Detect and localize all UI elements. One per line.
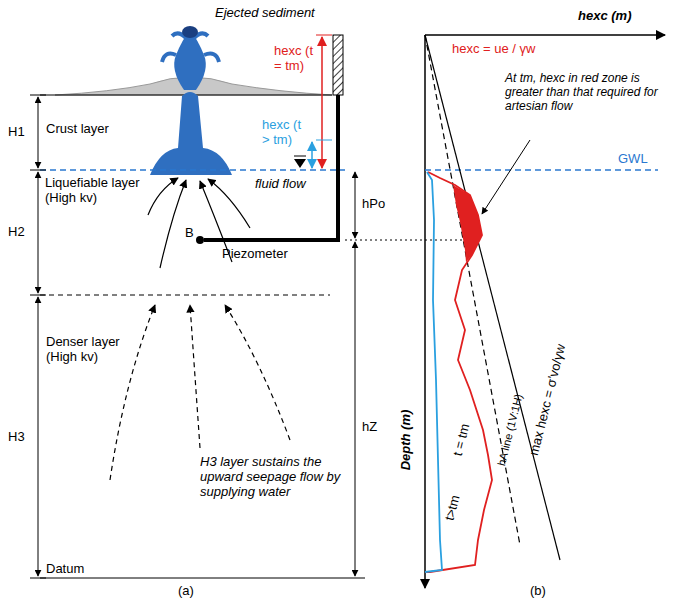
water-table-symbol xyxy=(294,156,306,157)
head-tick xyxy=(316,35,332,36)
label: (b) xyxy=(530,584,546,599)
label: t>tm xyxy=(443,494,464,523)
hz-dimension xyxy=(355,242,356,576)
label: max hexc = σ'vo/γw xyxy=(527,343,569,457)
seepage-arrows xyxy=(110,305,290,480)
blue-curve xyxy=(425,172,442,572)
point-b xyxy=(196,236,204,244)
y-axis xyxy=(424,35,426,588)
label: H1 xyxy=(8,125,25,140)
label: t = tm xyxy=(451,422,473,458)
x-axis xyxy=(425,34,665,36)
label: Ejected sediment xyxy=(215,6,315,21)
sand-boil-column xyxy=(150,92,232,175)
label: hexc (t > tm) xyxy=(262,118,308,148)
label: B xyxy=(185,226,194,241)
label: Denser layer (High kv) xyxy=(46,335,126,365)
jet-top xyxy=(182,26,198,38)
label: Depth (m) xyxy=(399,410,414,471)
water-table-symbol xyxy=(294,159,306,168)
layer-boundary xyxy=(40,295,330,296)
datum-line xyxy=(40,578,365,579)
label: (a) xyxy=(178,584,194,599)
gwl-line xyxy=(40,169,345,171)
head-arrow-red xyxy=(321,37,323,168)
label: hexc (m) xyxy=(578,9,631,24)
red-curve xyxy=(425,172,492,572)
label: H3 xyxy=(8,430,25,445)
label: Piezometer xyxy=(222,247,288,262)
red-zone xyxy=(453,185,482,262)
head-arrow-blue xyxy=(311,142,313,168)
level-guide xyxy=(345,240,480,241)
ejected-water-jet xyxy=(174,30,206,90)
hpo-dimension xyxy=(355,172,356,238)
label: Datum xyxy=(46,562,84,577)
label: GWL xyxy=(618,152,648,167)
label: At tm, hexc in red zone is greater than … xyxy=(505,72,665,113)
label: H2 xyxy=(8,225,25,240)
label: hPo xyxy=(362,197,385,212)
label: fluid flow xyxy=(255,177,306,192)
label: hexc = ue / γw xyxy=(452,42,535,57)
label: hexc (t = tm) xyxy=(274,44,318,74)
leader-arrow xyxy=(482,140,530,214)
label: hZ xyxy=(362,420,377,435)
piezometer-tube xyxy=(204,95,338,240)
label: hA line (1V:1H) xyxy=(495,393,525,467)
label: Liquefiable layer (High kv) xyxy=(45,176,141,206)
piezometer-standpipe xyxy=(333,35,343,95)
label: H3 layer sustains the upward seepage flo… xyxy=(200,455,350,500)
thickness-dimensions xyxy=(30,95,46,578)
head-tick xyxy=(316,140,332,141)
label: Crust layer xyxy=(46,122,109,137)
